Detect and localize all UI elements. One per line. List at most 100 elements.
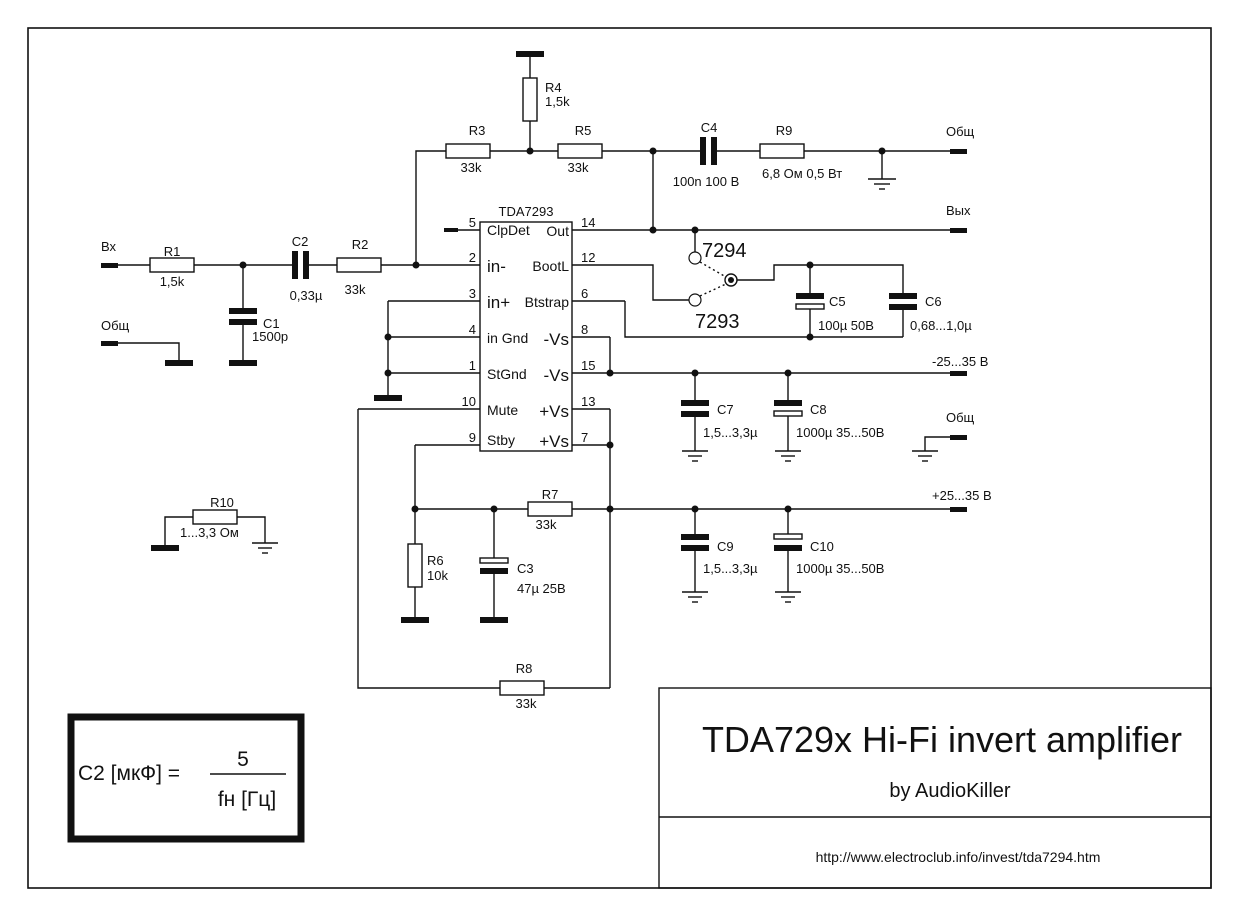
pin-num: 14 bbox=[581, 215, 595, 230]
c10-value: 1000µ 35...50В bbox=[796, 561, 884, 576]
c3-ref: C3 bbox=[517, 561, 534, 576]
ground-bar bbox=[229, 360, 257, 366]
c10-ref: C10 bbox=[810, 539, 834, 554]
c8-ref: C8 bbox=[810, 402, 827, 417]
resistor-r1 bbox=[149, 257, 195, 273]
r7-value: 33k bbox=[536, 517, 557, 532]
formula-lhs: C2 [мкФ] = bbox=[78, 762, 180, 785]
pin-num: 5 bbox=[469, 215, 476, 230]
sheet-border bbox=[27, 27, 1212, 889]
r8-value: 33k bbox=[516, 696, 537, 711]
title-block: TDA729x Hi-Fi invert amplifier by AudioK… bbox=[658, 687, 1212, 889]
ic-ground-section bbox=[374, 301, 402, 401]
r8-ref: R8 bbox=[516, 661, 533, 676]
r7-ref: R7 bbox=[542, 487, 559, 502]
pin-name: in+ bbox=[487, 293, 510, 312]
r6-ref: R6 bbox=[427, 553, 444, 568]
ground-bar bbox=[151, 545, 179, 551]
pin-name: +Vs bbox=[539, 402, 569, 421]
ground-bar bbox=[401, 617, 429, 623]
r3-ref: R3 bbox=[469, 123, 486, 138]
r1-value: 1,5k bbox=[160, 274, 185, 289]
neg-supply-terminal bbox=[950, 371, 967, 376]
c1-ref: C1 bbox=[263, 316, 280, 331]
supply-common-terminal bbox=[950, 435, 967, 440]
pos-supply-terminal bbox=[950, 507, 967, 512]
pin-num: 10 bbox=[462, 394, 476, 409]
resistor-r6 bbox=[407, 543, 423, 588]
input-common-label: Общ bbox=[101, 318, 130, 333]
switch-jumper bbox=[699, 261, 727, 278]
supply-common-label: Общ bbox=[946, 410, 975, 425]
resistor-r5 bbox=[557, 143, 603, 159]
resistor-r7 bbox=[527, 501, 573, 517]
c9-ref: C9 bbox=[717, 539, 734, 554]
pin-name: in Gnd bbox=[487, 330, 528, 346]
output-label: Вых bbox=[946, 203, 971, 218]
pin-name: BootL bbox=[532, 258, 569, 274]
pin-num: 1 bbox=[469, 358, 476, 373]
r4-value: 1,5k bbox=[545, 94, 570, 109]
formula-box: C2 [мкФ] = 5 fн [Гц] bbox=[67, 713, 305, 843]
out-common-terminal bbox=[950, 149, 967, 154]
ground-icon bbox=[775, 591, 801, 603]
r10-value: 1...3,3 Ом bbox=[180, 525, 239, 540]
pin-num: 8 bbox=[581, 322, 588, 337]
switch-contact-7294 bbox=[688, 251, 702, 265]
bootstrap-section: 7294 7293 C5 100µ 50В C6 0,68...1,0µ bbox=[624, 226, 972, 341]
c5-ref: C5 bbox=[829, 294, 846, 309]
r10-ref: R10 bbox=[210, 495, 234, 510]
r2-value: 33k bbox=[345, 282, 366, 297]
pin-num: 12 bbox=[581, 250, 595, 265]
ground-icon bbox=[682, 591, 708, 603]
pin-name: Out bbox=[546, 223, 569, 239]
capacitor-c10 bbox=[773, 533, 803, 540]
pin5-terminal bbox=[444, 228, 458, 232]
r6-value: 10k bbox=[427, 568, 448, 583]
resistor-r2 bbox=[336, 257, 382, 273]
ground-icon bbox=[682, 450, 708, 462]
pin-num: 9 bbox=[469, 430, 476, 445]
out-common-label: Общ bbox=[946, 124, 975, 139]
pin-num: 3 bbox=[469, 286, 476, 301]
variant-label-7294: 7294 bbox=[702, 240, 747, 262]
ground-link-r10: R10 1...3,3 Ом bbox=[151, 495, 278, 554]
c2-ref: C2 bbox=[292, 234, 309, 249]
ground-bar bbox=[480, 617, 508, 623]
resistor-r8 bbox=[499, 680, 545, 696]
feedback-network: R3 33k R4 1,5k R5 33k C4 100n 100 В R9 6… bbox=[415, 51, 975, 265]
c7-value: 1,5...3,3µ bbox=[703, 425, 758, 440]
c8-value: 1000µ 35...50В bbox=[796, 425, 884, 440]
pin-num: 6 bbox=[581, 286, 588, 301]
pin-name: -Vs bbox=[544, 366, 570, 385]
r2-ref: R2 bbox=[352, 237, 369, 252]
r9-ref: R9 bbox=[776, 123, 793, 138]
resistor-r3 bbox=[445, 143, 491, 159]
r5-value: 33k bbox=[568, 160, 589, 175]
variant-label-7293: 7293 bbox=[695, 311, 740, 333]
pin-name: Btstrap bbox=[525, 294, 570, 310]
c9-value: 1,5...3,3µ bbox=[703, 561, 758, 576]
input-label: Вх bbox=[101, 239, 117, 254]
ground-bar bbox=[165, 360, 193, 366]
capacitor-c3 bbox=[479, 557, 509, 564]
c3-value: 47µ 25В bbox=[517, 581, 566, 596]
c4-ref: C4 bbox=[701, 120, 718, 135]
capacitor-c9 bbox=[681, 534, 709, 540]
formula-denominator: fн [Гц] bbox=[218, 788, 276, 811]
ground-icon bbox=[252, 542, 278, 554]
r9-value: 6,8 Ом 0,5 Вт bbox=[762, 166, 842, 181]
formula-numerator: 5 bbox=[237, 748, 249, 771]
pin-name: -Vs bbox=[544, 330, 570, 349]
capacitor-c4 bbox=[700, 137, 706, 165]
ic-name: TDA7293 bbox=[499, 204, 554, 219]
input-section: Вх R1 1,5k C1 1500p Общ C2 0,33µ R2 33k bbox=[101, 234, 420, 366]
source-url: http://www.electroclub.info/invest/tda72… bbox=[816, 849, 1101, 865]
input-terminal bbox=[101, 263, 118, 268]
ground-bar bbox=[516, 51, 544, 57]
negative-supply: -25...35 В C7 1,5...3,3µ C8 1000µ 35...5… bbox=[606, 337, 988, 462]
c6-value: 0,68...1,0µ bbox=[910, 318, 972, 333]
pin-num: 4 bbox=[469, 322, 476, 337]
ground-icon bbox=[775, 450, 801, 462]
